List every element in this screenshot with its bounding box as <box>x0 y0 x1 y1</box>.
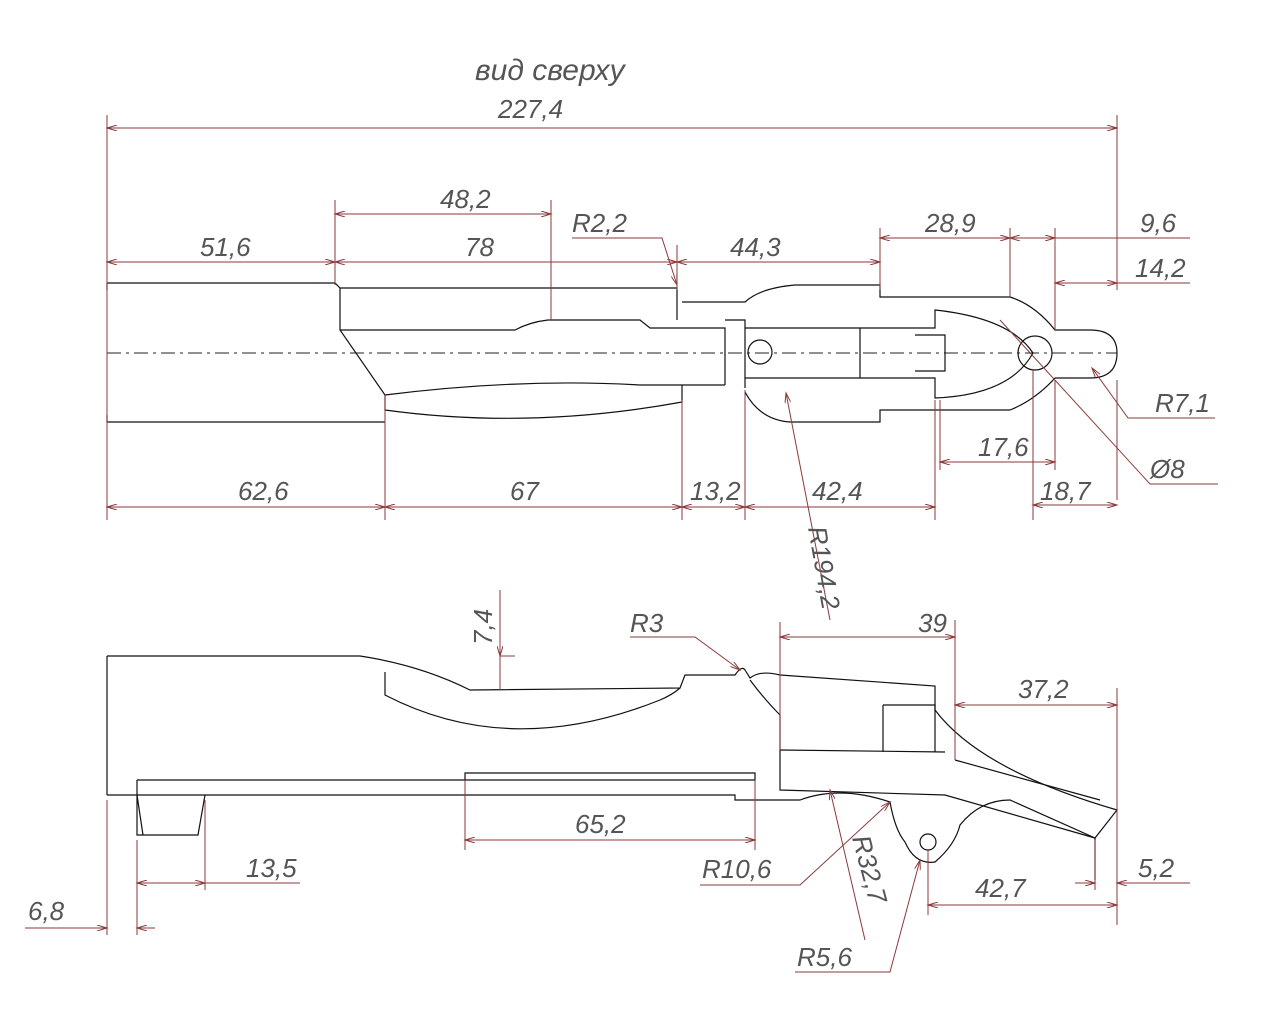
dim-r5-6: R5,6 <box>797 942 852 972</box>
dim-44-3: 44,3 <box>730 232 781 262</box>
dim-48-2: 48,2 <box>440 184 491 214</box>
dim-67: 67 <box>510 476 540 506</box>
dim-7-4: 7,4 <box>468 609 498 645</box>
dim-6-8: 6,8 <box>28 896 65 926</box>
dim-r2-2: R2,2 <box>572 208 627 238</box>
dim-65-2: 65,2 <box>575 809 626 839</box>
dim-42-7: 42,7 <box>975 873 1027 903</box>
side-view-labels: 7,4 R3 39 37,2 65,2 R10,6 13,5 R32,7 5,2… <box>28 608 1175 972</box>
bolt-head <box>745 309 1034 399</box>
top-view-geometry <box>106 282 1118 423</box>
dim-overall-length: 227,4 <box>497 94 563 124</box>
side-view-geometry <box>106 655 1119 880</box>
dim-13-5: 13,5 <box>246 853 297 883</box>
dim-51-6: 51,6 <box>200 232 251 262</box>
dim-5-2: 5,2 <box>1138 853 1175 883</box>
side-view-dimensions <box>25 590 1190 973</box>
dim-r3: R3 <box>630 608 664 638</box>
bolt-left <box>339 288 726 419</box>
dim-dia-8: Ø8 <box>1149 454 1185 484</box>
top-view-labels: 227,4 48,2 78 51,6 R2,2 44,3 28,9 9,6 14… <box>200 94 1210 612</box>
dim-62-6: 62,6 <box>238 476 289 506</box>
hole-8mm <box>1017 335 1053 371</box>
view-title: вид сверху <box>475 54 627 87</box>
dim-17-6: 17,6 <box>978 432 1029 462</box>
dim-r10-6: R10,6 <box>702 854 772 884</box>
dim-28-9: 28,9 <box>924 208 976 238</box>
dim-r194-2: R194,2 <box>802 524 846 612</box>
pin-hole <box>747 339 773 365</box>
dim-37-2: 37,2 <box>1018 674 1069 704</box>
dim-42-4: 42,4 <box>812 476 863 506</box>
dim-r7-1: R7,1 <box>1155 388 1210 418</box>
dim-9-6: 9,6 <box>1140 208 1177 238</box>
bolt-right <box>682 284 1118 423</box>
dim-13-2: 13,2 <box>690 476 741 506</box>
dim-14-2: 14,2 <box>1135 253 1186 283</box>
dim-r32-7: R32,7 <box>846 832 893 908</box>
dim-78: 78 <box>465 232 494 262</box>
dim-18-7: 18,7 <box>1040 476 1092 506</box>
top-view-dimensions <box>107 115 1218 621</box>
dim-39: 39 <box>918 608 947 638</box>
